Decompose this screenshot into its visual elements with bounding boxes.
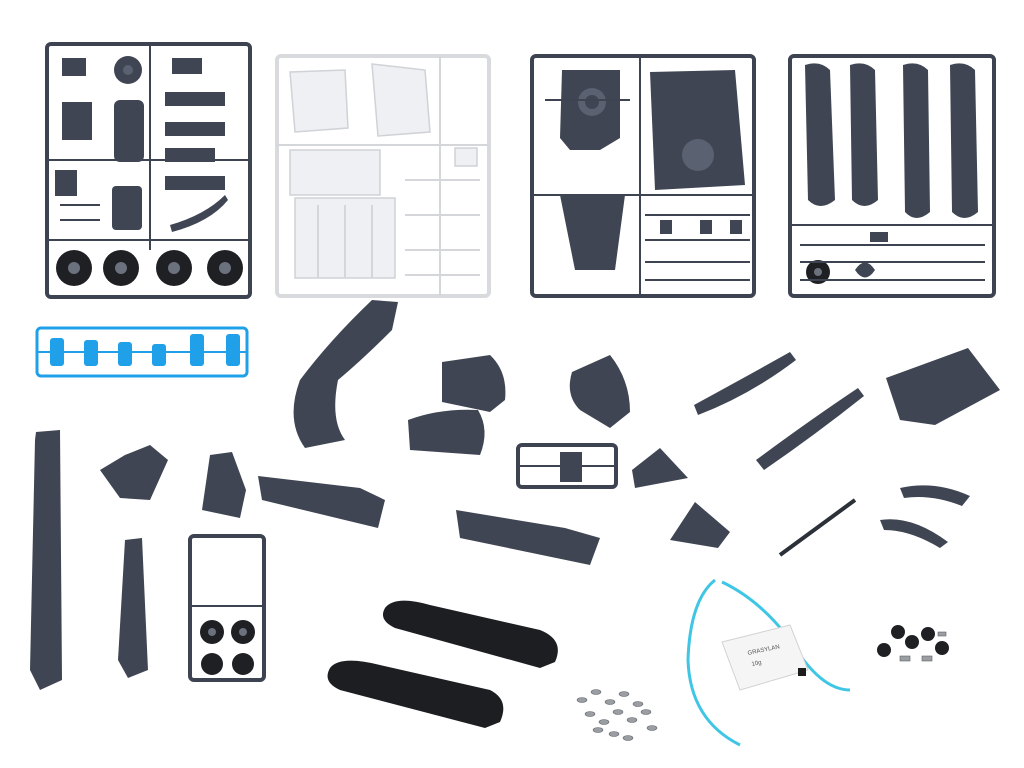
track-belts: [327, 600, 558, 728]
loose-parts: [30, 300, 1000, 690]
packet-label-line2: 10g: [751, 660, 762, 668]
grease-packet: GRASYLAN 10g: [721, 624, 809, 691]
sprue-frame-4: [788, 54, 996, 298]
small-parts-pile: [877, 625, 949, 662]
screws-pile: [576, 689, 658, 741]
sprue-frame-1: [45, 42, 252, 299]
blue-parts-sprue: [35, 326, 249, 378]
sprue-frame-3: [530, 54, 756, 298]
sprue-frame-2: [275, 54, 491, 298]
